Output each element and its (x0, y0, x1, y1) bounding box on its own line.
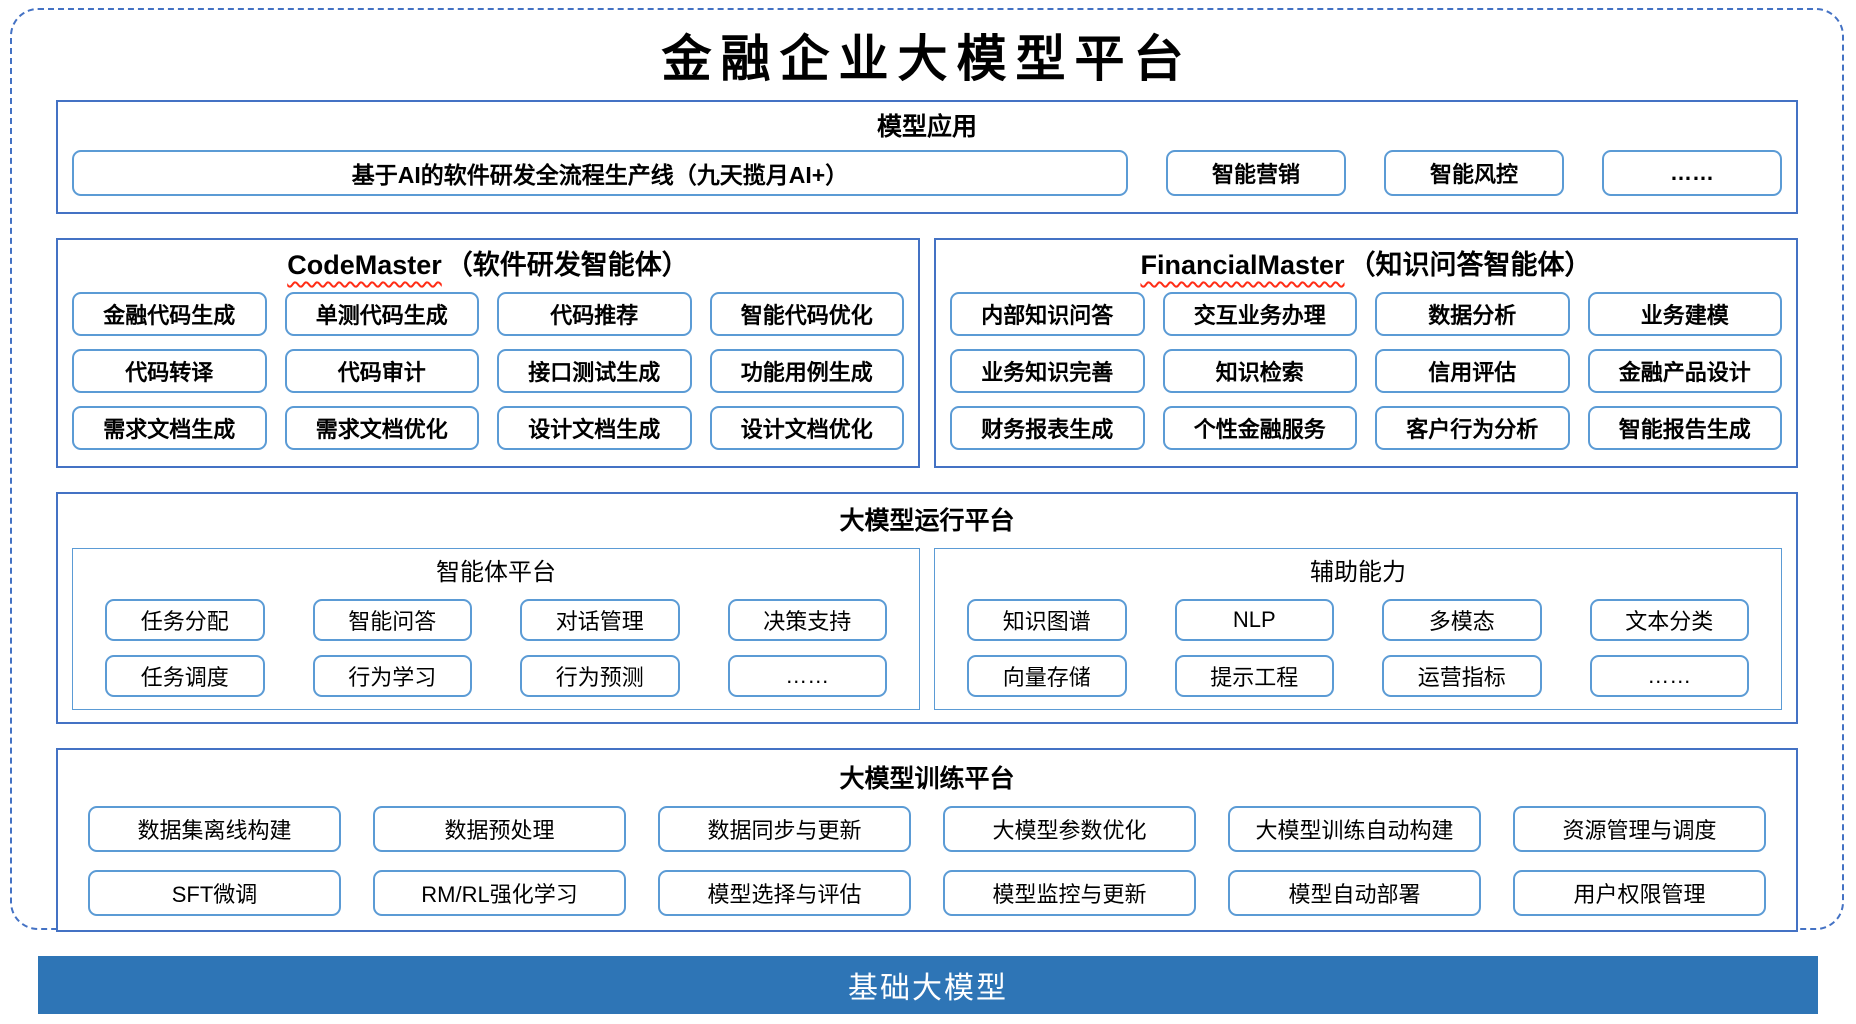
capability-item: 数据分析 (1375, 292, 1570, 336)
capability-item: 向量存储 (967, 655, 1127, 697)
capability-item: 用户权限管理 (1513, 870, 1766, 916)
capability-item: 行为学习 (312, 655, 472, 697)
capability-item: 知识检索 (1162, 349, 1357, 393)
capability-item: 设计文档生成 (497, 406, 692, 450)
capability-item: 智能风控 (1384, 150, 1564, 196)
capability-item: 个性金融服务 (1162, 406, 1357, 450)
capability-item: 知识图谱 (967, 599, 1127, 641)
capability-item: 单测代码生成 (284, 292, 479, 336)
capability-item: 功能用例生成 (709, 349, 904, 393)
training-platform-header: 大模型训练平台 (839, 765, 1015, 793)
agent-platform-box: 智能体平台 任务分配 智能问答 对话管理 决策支持 任务调度 行为学习 行为预测… (72, 548, 920, 710)
platform-boundary: 金融企业大模型平台 模型应用 基于AI的软件研发全流程生产线（九天揽月AI+） … (10, 8, 1844, 932)
capability-item: 金融产品设计 (1587, 349, 1782, 393)
capability-item: 对话管理 (520, 599, 680, 641)
runtime-platform-section: 大模型运行平台 智能体平台 任务分配 智能问答 对话管理 决策支持 任务调度 行… (56, 492, 1798, 724)
capability-item: 交互业务办理 (1162, 292, 1357, 336)
training-platform-section: 大模型训练平台 数据集离线构建 数据预处理 数据同步与更新 大模型参数优化 大模… (56, 748, 1798, 932)
capability-item: 内部知识问答 (950, 292, 1145, 336)
runtime-platform-header: 大模型运行平台 (839, 507, 1015, 535)
codemaster-grid: 金融代码生成 单测代码生成 代码推荐 智能代码优化 代码转译 代码审计 接口测试… (72, 292, 904, 450)
capability-item: 模型自动部署 (1228, 870, 1481, 916)
capability-item: 模型监控与更新 (943, 870, 1196, 916)
capability-item: …… (727, 655, 887, 697)
capability-item: 信用评估 (1375, 349, 1570, 393)
training-platform-grid: 数据集离线构建 数据预处理 数据同步与更新 大模型参数优化 大模型训练自动构建 … (88, 806, 1766, 916)
capability-item: 数据集离线构建 (88, 806, 341, 852)
capability-item: 大模型参数优化 (943, 806, 1196, 852)
capability-item: 智能报告生成 (1587, 406, 1782, 450)
capability-item: 智能营销 (1166, 150, 1346, 196)
capability-item: 智能代码优化 (709, 292, 904, 336)
capability-item: 资源管理与调度 (1513, 806, 1766, 852)
capability-item: 设计文档优化 (709, 406, 904, 450)
financialmaster-subtitle: （知识问答智能体） (1348, 250, 1592, 280)
capability-item: SFT微调 (88, 870, 341, 916)
capability-item: …… (1602, 150, 1782, 196)
codemaster-title: CodeMaster（软件研发智能体） (72, 244, 904, 286)
capability-item: 任务调度 (105, 655, 265, 697)
capability-item: 行为预测 (520, 655, 680, 697)
financialmaster-section: FinancialMaster（知识问答智能体） 内部知识问答 交互业务办理 数… (934, 238, 1798, 468)
capability-item: 业务建模 (1587, 292, 1782, 336)
aux-ability-box: 辅助能力 知识图谱 NLP 多模态 文本分类 向量存储 提示工程 运营指标 …… (934, 548, 1782, 710)
ai-pipeline-item: 基于AI的软件研发全流程生产线（九天揽月AI+） (72, 150, 1128, 196)
codemaster-name: CodeMaster (287, 250, 442, 280)
capability-item: 提示工程 (1174, 655, 1334, 697)
capability-item: 决策支持 (727, 599, 887, 641)
foundation-model-bar: 基础大模型 (38, 956, 1818, 1014)
capability-item: 数据预处理 (373, 806, 626, 852)
agent-platform-title: 智能体平台 (436, 559, 556, 586)
aux-ability-title: 辅助能力 (1310, 559, 1406, 586)
capability-item: 客户行为分析 (1375, 406, 1570, 450)
model-application-header: 模型应用 (876, 113, 977, 141)
capability-item: 业务知识完善 (950, 349, 1145, 393)
capability-item: RM/RL强化学习 (373, 870, 626, 916)
capability-item: 代码转译 (72, 349, 267, 393)
codemaster-section: CodeMaster（软件研发智能体） 金融代码生成 单测代码生成 代码推荐 智… (56, 238, 920, 468)
capability-item: 需求文档生成 (72, 406, 267, 450)
agent-platform-grid: 任务分配 智能问答 对话管理 决策支持 任务调度 行为学习 行为预测 …… (101, 599, 891, 697)
runtime-row: 智能体平台 任务分配 智能问答 对话管理 决策支持 任务调度 行为学习 行为预测… (72, 548, 1782, 710)
capability-item: 数据同步与更新 (658, 806, 911, 852)
aux-ability-grid: 知识图谱 NLP 多模态 文本分类 向量存储 提示工程 运营指标 …… (963, 599, 1753, 697)
page-title: 金融企业大模型平台 (661, 29, 1193, 88)
capability-item: 接口测试生成 (497, 349, 692, 393)
capability-item: 需求文档优化 (284, 406, 479, 450)
financialmaster-title: FinancialMaster（知识问答智能体） (950, 244, 1782, 286)
capability-item: NLP (1174, 599, 1334, 641)
financialmaster-grid: 内部知识问答 交互业务办理 数据分析 业务建模 业务知识完善 知识检索 信用评估… (950, 292, 1782, 450)
capability-item: 财务报表生成 (950, 406, 1145, 450)
capability-item: 代码审计 (284, 349, 479, 393)
capability-item: 大模型训练自动构建 (1228, 806, 1481, 852)
capability-item: 金融代码生成 (72, 292, 267, 336)
codemaster-subtitle: （软件研发智能体） (445, 250, 689, 280)
capability-item: 任务分配 (105, 599, 265, 641)
financialmaster-name: FinancialMaster (1140, 250, 1345, 280)
capability-item: 多模态 (1382, 599, 1542, 641)
model-application-row: 基于AI的软件研发全流程生产线（九天揽月AI+） 智能营销 智能风控 …… (70, 150, 1784, 196)
capability-item: 文本分类 (1589, 599, 1749, 641)
model-application-section: 模型应用 基于AI的软件研发全流程生产线（九天揽月AI+） 智能营销 智能风控 … (56, 100, 1798, 214)
capability-item: 模型选择与评估 (658, 870, 911, 916)
agents-row: CodeMaster（软件研发智能体） 金融代码生成 单测代码生成 代码推荐 智… (56, 238, 1798, 468)
capability-item: 运营指标 (1382, 655, 1542, 697)
capability-item: …… (1589, 655, 1749, 697)
capability-item: 智能问答 (312, 599, 472, 641)
capability-item: 代码推荐 (497, 292, 692, 336)
